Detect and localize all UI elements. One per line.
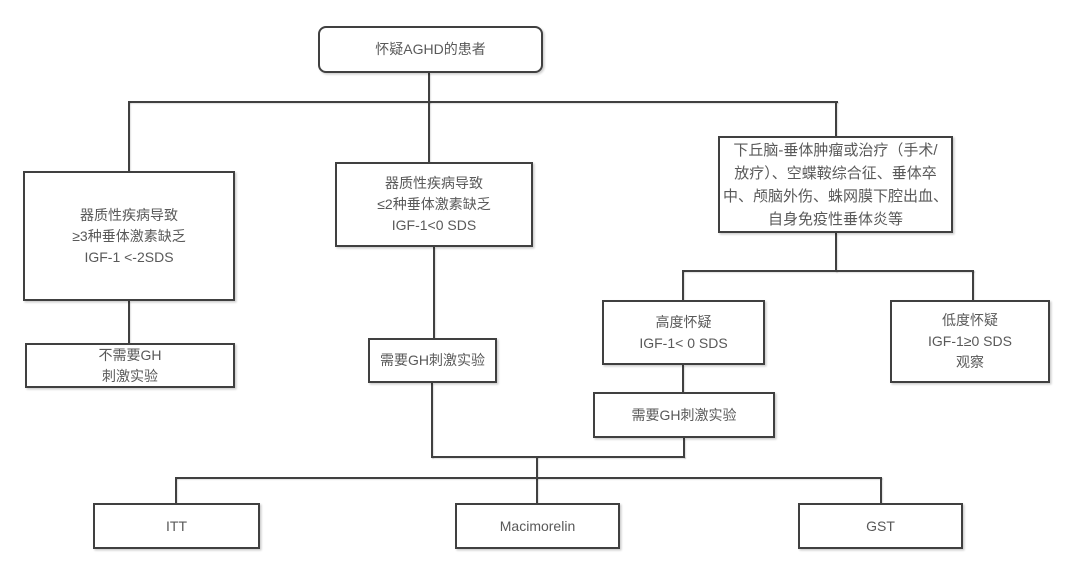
connector-line <box>835 233 837 272</box>
node-label: GST <box>866 517 895 534</box>
node-test-macimorelin: Macimorelin <box>455 503 620 549</box>
node-need-gh-stimulation-test-mid: 需要GH刺激实验 <box>368 338 497 383</box>
connector-line <box>431 383 433 458</box>
node-label: Macimorelin <box>499 517 576 534</box>
node-label: 怀疑AGHD的患者 <box>375 41 486 57</box>
connector-line <box>536 456 538 503</box>
connector-line <box>433 247 435 338</box>
connector-line <box>431 456 685 458</box>
connector-line <box>175 477 177 503</box>
connector-line <box>128 101 130 171</box>
node-label: 不需要GH <box>98 346 162 363</box>
node-organic-ge3-deficiency: 器质性疾病导致 ≥3种垂体激素缺乏 IGF-1 <-2SDS <box>23 171 235 301</box>
node-organic-le2-deficiency: 器质性疾病导致 ≤2种垂体激素缺乏 IGF-1<0 SDS <box>335 162 533 247</box>
node-label: 低度怀疑 <box>942 312 998 328</box>
node-label: 放疗）、空蝶鞍综合征、垂体卒 <box>734 164 937 182</box>
node-no-gh-stimulation-test: 不需要GH 刺激实验 <box>25 343 235 388</box>
connector-line <box>428 101 430 162</box>
node-test-itt: ITT <box>93 503 260 549</box>
connector-line <box>835 101 837 136</box>
connector-line <box>682 270 684 300</box>
node-low-suspicion-observe: 低度怀疑 IGF-1≥0 SDS 观察 <box>890 300 1050 383</box>
node-label: 下丘脑-垂体肿瘤或治疗（手术/ <box>733 141 938 159</box>
node-label: 需要GH刺激实验 <box>380 352 485 368</box>
node-label: IGF-1 <-2SDS <box>84 248 174 265</box>
node-hypothalamic-pituitary-causes: 下丘脑-垂体肿瘤或治疗（手术/ 放疗）、空蝶鞍综合征、垂体卒 中、颅脑外伤、蛛网… <box>718 136 953 233</box>
connector-line <box>428 73 430 103</box>
connector-line <box>128 101 838 103</box>
node-label: IGF-1≥0 SDS <box>928 333 1012 349</box>
node-test-gst: GST <box>798 503 963 549</box>
node-label: ≥3种垂体激素缺乏 <box>72 227 186 244</box>
connector-line <box>175 477 882 479</box>
node-label: 器质性疾病导致 <box>80 206 178 223</box>
node-label: 需要GH刺激实验 <box>631 406 737 423</box>
connector-line <box>683 438 685 458</box>
node-high-suspicion: 高度怀疑 IGF-1< 0 SDS <box>602 300 765 365</box>
node-label: 器质性疾病导致 <box>385 175 483 191</box>
node-label: IGF-1<0 SDS <box>391 217 477 233</box>
node-label: IGF-1< 0 SDS <box>639 334 728 351</box>
connector-line <box>880 477 882 503</box>
node-label: ITT <box>166 517 187 534</box>
node-label: 高度怀疑 <box>655 313 712 330</box>
node-label: 自身免疫性垂体炎等 <box>767 210 903 228</box>
connector-line <box>128 301 130 343</box>
node-label: 观察 <box>956 354 984 370</box>
connector-line <box>682 365 684 392</box>
node-need-gh-stimulation-test-right: 需要GH刺激实验 <box>593 392 775 438</box>
node-label: ≤2种垂体激素缺乏 <box>377 196 491 212</box>
node-label: 中、颅脑外伤、蛛网膜下腔出血、 <box>722 187 948 205</box>
node-suspected-aghd: 怀疑AGHD的患者 <box>318 26 543 73</box>
node-label: 刺激实验 <box>102 367 158 384</box>
connector-line <box>682 270 974 272</box>
connector-line <box>972 270 974 300</box>
